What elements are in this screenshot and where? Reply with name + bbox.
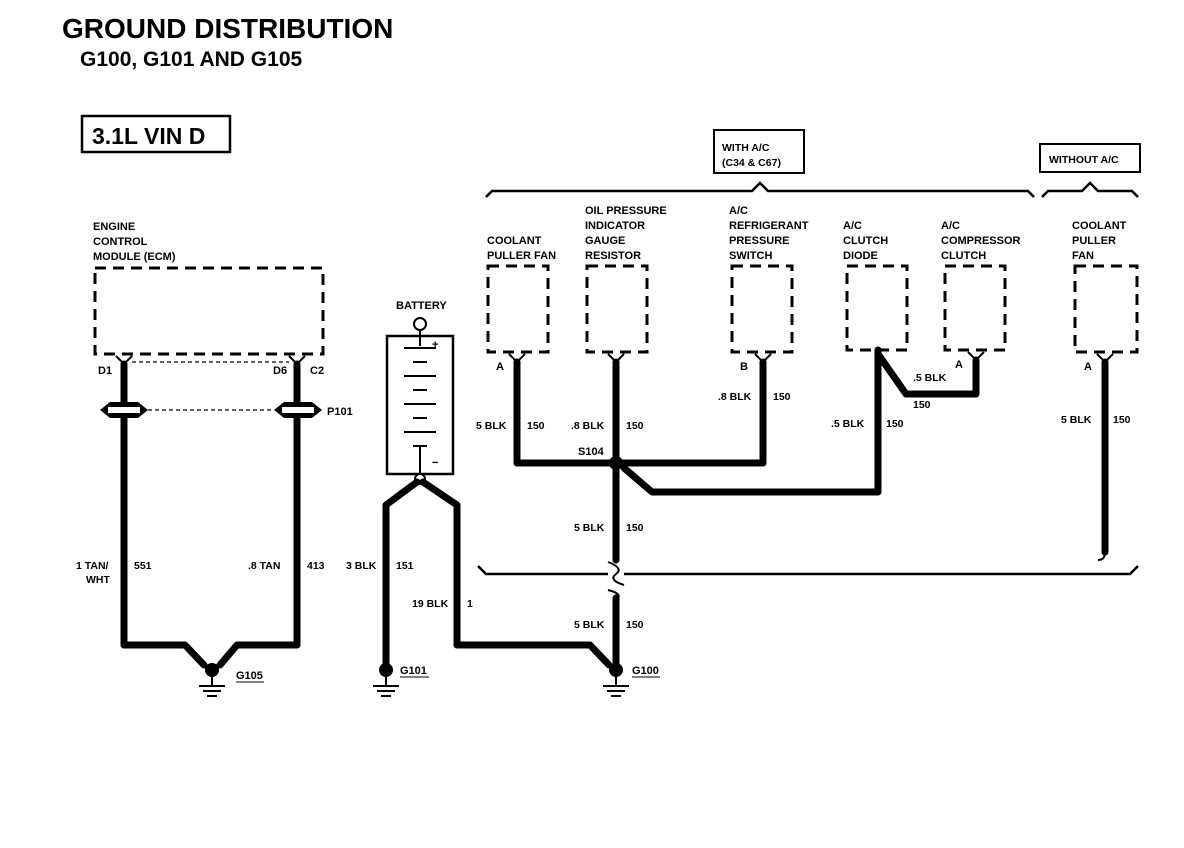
wire-clutch-150 — [874, 350, 980, 398]
ac-compressor-clutch: A/C COMPRESSOR CLUTCH A — [941, 220, 1021, 371]
wire-noac-circuit: 150 — [1113, 414, 1131, 426]
pin-d1-label: D1 — [98, 365, 112, 377]
wire-diode-150 — [620, 346, 882, 496]
s104-splice — [609, 456, 623, 470]
wire-switch-gauge: .8 BLK — [718, 391, 752, 403]
ac-switch-label-1: A/C — [729, 205, 748, 217]
noac-fan-label-1: COOLANT — [1072, 220, 1127, 232]
wire-151-circuit: 151 — [396, 560, 414, 572]
wire-413-circuit: 413 — [307, 560, 325, 572]
oil-gauge-label-3: GAUGE — [585, 235, 625, 247]
wire-diode-circuit: 150 — [886, 418, 904, 430]
battery-plus-label: + — [432, 339, 438, 351]
ecm-box — [93, 266, 325, 356]
diagram-title: GROUND DISTRIBUTION — [62, 13, 393, 44]
engine-box-label: 3.1L VIN D — [92, 123, 205, 149]
wire-fan-gauge: 5 BLK — [476, 420, 507, 432]
p101-label: P101 — [327, 406, 353, 418]
wire-151 — [382, 478, 421, 672]
wire-switch-circuit: 150 — [773, 391, 791, 403]
ac-diode-label-3: DIODE — [843, 250, 878, 262]
engine-box: 3.1L VIN D — [80, 114, 232, 154]
ac-switch-label-4: SWITCH — [729, 250, 772, 262]
ac-diode-label-2: CLUTCH — [843, 235, 888, 247]
g105-ground: G105 — [199, 663, 264, 697]
s104-label: S104 — [578, 446, 605, 458]
ac-diode-label-1: A/C — [843, 220, 862, 232]
wire-1-gauge: 19 BLK — [412, 598, 449, 610]
coolant-puller-fan: COOLANT PULLER FAN A — [486, 235, 556, 373]
oil-pressure-gauge-resistor: OIL PRESSURE INDICATOR GAUGE RESISTOR — [585, 205, 667, 364]
with-ac-brace — [485, 181, 1035, 198]
battery-minus-label: − — [432, 457, 438, 469]
noac-fan-label-2: PULLER — [1072, 235, 1116, 247]
wire-551-circuit: 551 — [134, 560, 152, 572]
wire-551-gauge: 1 TAN/ — [76, 560, 109, 572]
wire-fan-circuit: 150 — [527, 420, 545, 432]
section-break-bracket — [477, 565, 1139, 576]
ecm-label-1: ENGINE — [93, 221, 135, 233]
wire-oil-gauge: .8 BLK — [571, 420, 605, 432]
pin-d6-label: D6 — [273, 365, 287, 377]
battery: BATTERY + − — [385, 300, 455, 485]
ac-clutch-pin-label: A — [955, 359, 963, 371]
wire-trunk-lower-circuit: 150 — [626, 619, 644, 631]
noac-wire-end — [1097, 551, 1106, 561]
ac-clutch-label-2: COMPRESSOR — [941, 235, 1021, 247]
wire-1 — [419, 478, 613, 669]
wire-diode-gauge: .5 BLK — [831, 418, 865, 430]
pin-c2-label: C2 — [310, 365, 324, 377]
wire-fan-150 — [513, 358, 620, 467]
ac-switch-label-3: PRESSURE — [729, 235, 790, 247]
ecm-label-3: MODULE (ECM) — [93, 251, 176, 263]
wire-noac-gauge: 5 BLK — [1061, 414, 1092, 426]
without-ac-label: WITHOUT A/C — [1049, 154, 1119, 166]
without-ac-group: WITHOUT A/C — [1039, 143, 1141, 198]
wire-switch-150 — [612, 358, 767, 467]
with-ac-label-2: (C34 & C67) — [722, 157, 781, 169]
coolant-fan-pin-label: A — [496, 361, 504, 373]
ac-clutch-label-1: A/C — [941, 220, 960, 232]
wire-151-gauge: 3 BLK — [346, 560, 377, 572]
coolant-fan-label-1: COOLANT — [487, 235, 542, 247]
without-ac-brace — [1041, 181, 1139, 198]
ac-clutch-diode: A/C CLUTCH DIODE — [843, 220, 909, 352]
battery-label: BATTERY — [396, 300, 447, 312]
g101-ground: G101 — [373, 663, 429, 697]
noac-fan-label-3: FAN — [1072, 250, 1094, 262]
wire-trunk-upper-circuit: 150 — [626, 522, 644, 534]
wire-trunk-lower-gauge: 5 BLK — [574, 619, 605, 631]
wire-551 — [120, 360, 208, 669]
coolant-fan-label-2: PULLER FAN — [487, 250, 556, 262]
ac-refrigerant-pressure-switch: A/C REFRIGERANT PRESSURE SWITCH B — [729, 205, 809, 373]
g100-ground: G100 — [603, 663, 660, 697]
wire-413-gauge: .8 TAN — [248, 560, 280, 572]
wire-clutch-gauge: .5 BLK — [913, 372, 947, 384]
wire-551-color: WHT — [86, 574, 110, 586]
wire-413 — [216, 360, 301, 669]
g100-label: G100 — [632, 665, 659, 677]
ac-switch-pin-label: B — [740, 361, 748, 373]
with-ac-label-1: WITH A/C — [722, 142, 770, 154]
trunk-break-upper — [607, 561, 625, 586]
wire-oil-circuit: 150 — [626, 420, 644, 432]
oil-gauge-label-2: INDICATOR — [585, 220, 645, 232]
ac-clutch-label-3: CLUTCH — [941, 250, 986, 262]
wire-trunk-upper-gauge: 5 BLK — [574, 522, 605, 534]
g105-label: G105 — [236, 670, 263, 682]
ac-switch-label-2: REFRIGERANT — [729, 220, 809, 232]
noac-fan-pin-label: A — [1084, 361, 1092, 373]
ecm-label-2: CONTROL — [93, 236, 148, 248]
wire-1-circuit: 1 — [467, 598, 473, 610]
with-ac-group: WITH A/C (C34 & C67) — [485, 129, 1035, 198]
oil-gauge-label-1: OIL PRESSURE — [585, 205, 667, 217]
p101-connector: P101 — [100, 402, 353, 418]
ecm-module: ENGINE CONTROL MODULE (ECM) D1 D6 C2 — [93, 221, 325, 377]
coolant-puller-fan-no-ac: COOLANT PULLER FAN A — [1072, 220, 1139, 373]
diagram-subtitle: G100, G101 AND G105 — [80, 48, 302, 71]
g101-label: G101 — [400, 665, 427, 677]
wire-clutch-circuit: 150 — [913, 399, 931, 411]
oil-gauge-label-4: RESISTOR — [585, 250, 641, 262]
